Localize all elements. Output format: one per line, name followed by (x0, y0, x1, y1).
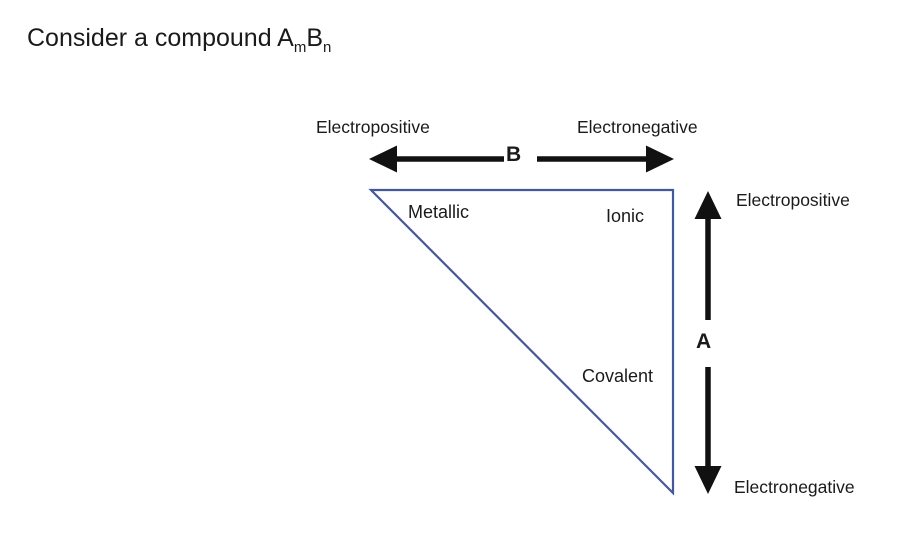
triangle-shape (368, 188, 675, 496)
region-metallic-label: Metallic (408, 202, 470, 222)
title-prefix: Consider a compound A (27, 24, 294, 52)
title-element-b: B (306, 24, 324, 52)
title-subscript-n: n (323, 39, 332, 56)
a-axis-down-arrow-icon (694, 367, 722, 494)
b-axis-right-arrow-icon (537, 145, 674, 173)
region-ionic-label: Ionic (606, 206, 645, 226)
a-axis-electronegative-label: Electronegative (734, 477, 855, 497)
b-axis-letter: B (506, 143, 522, 166)
region-covalent-label: Covalent (582, 366, 654, 386)
b-axis-left-arrow-icon (369, 145, 504, 173)
a-axis-electropositive-label: Electropositive (736, 190, 850, 210)
b-axis-electronegative-label: Electronegative (577, 117, 698, 137)
b-axis-electropositive-label: Electropositive (316, 117, 430, 137)
a-axis-letter: A (696, 330, 712, 353)
a-axis-up-arrow-icon (694, 191, 722, 320)
title-subscript-m: m (293, 39, 307, 56)
page-title: Consider a compound AmBn (27, 24, 332, 56)
